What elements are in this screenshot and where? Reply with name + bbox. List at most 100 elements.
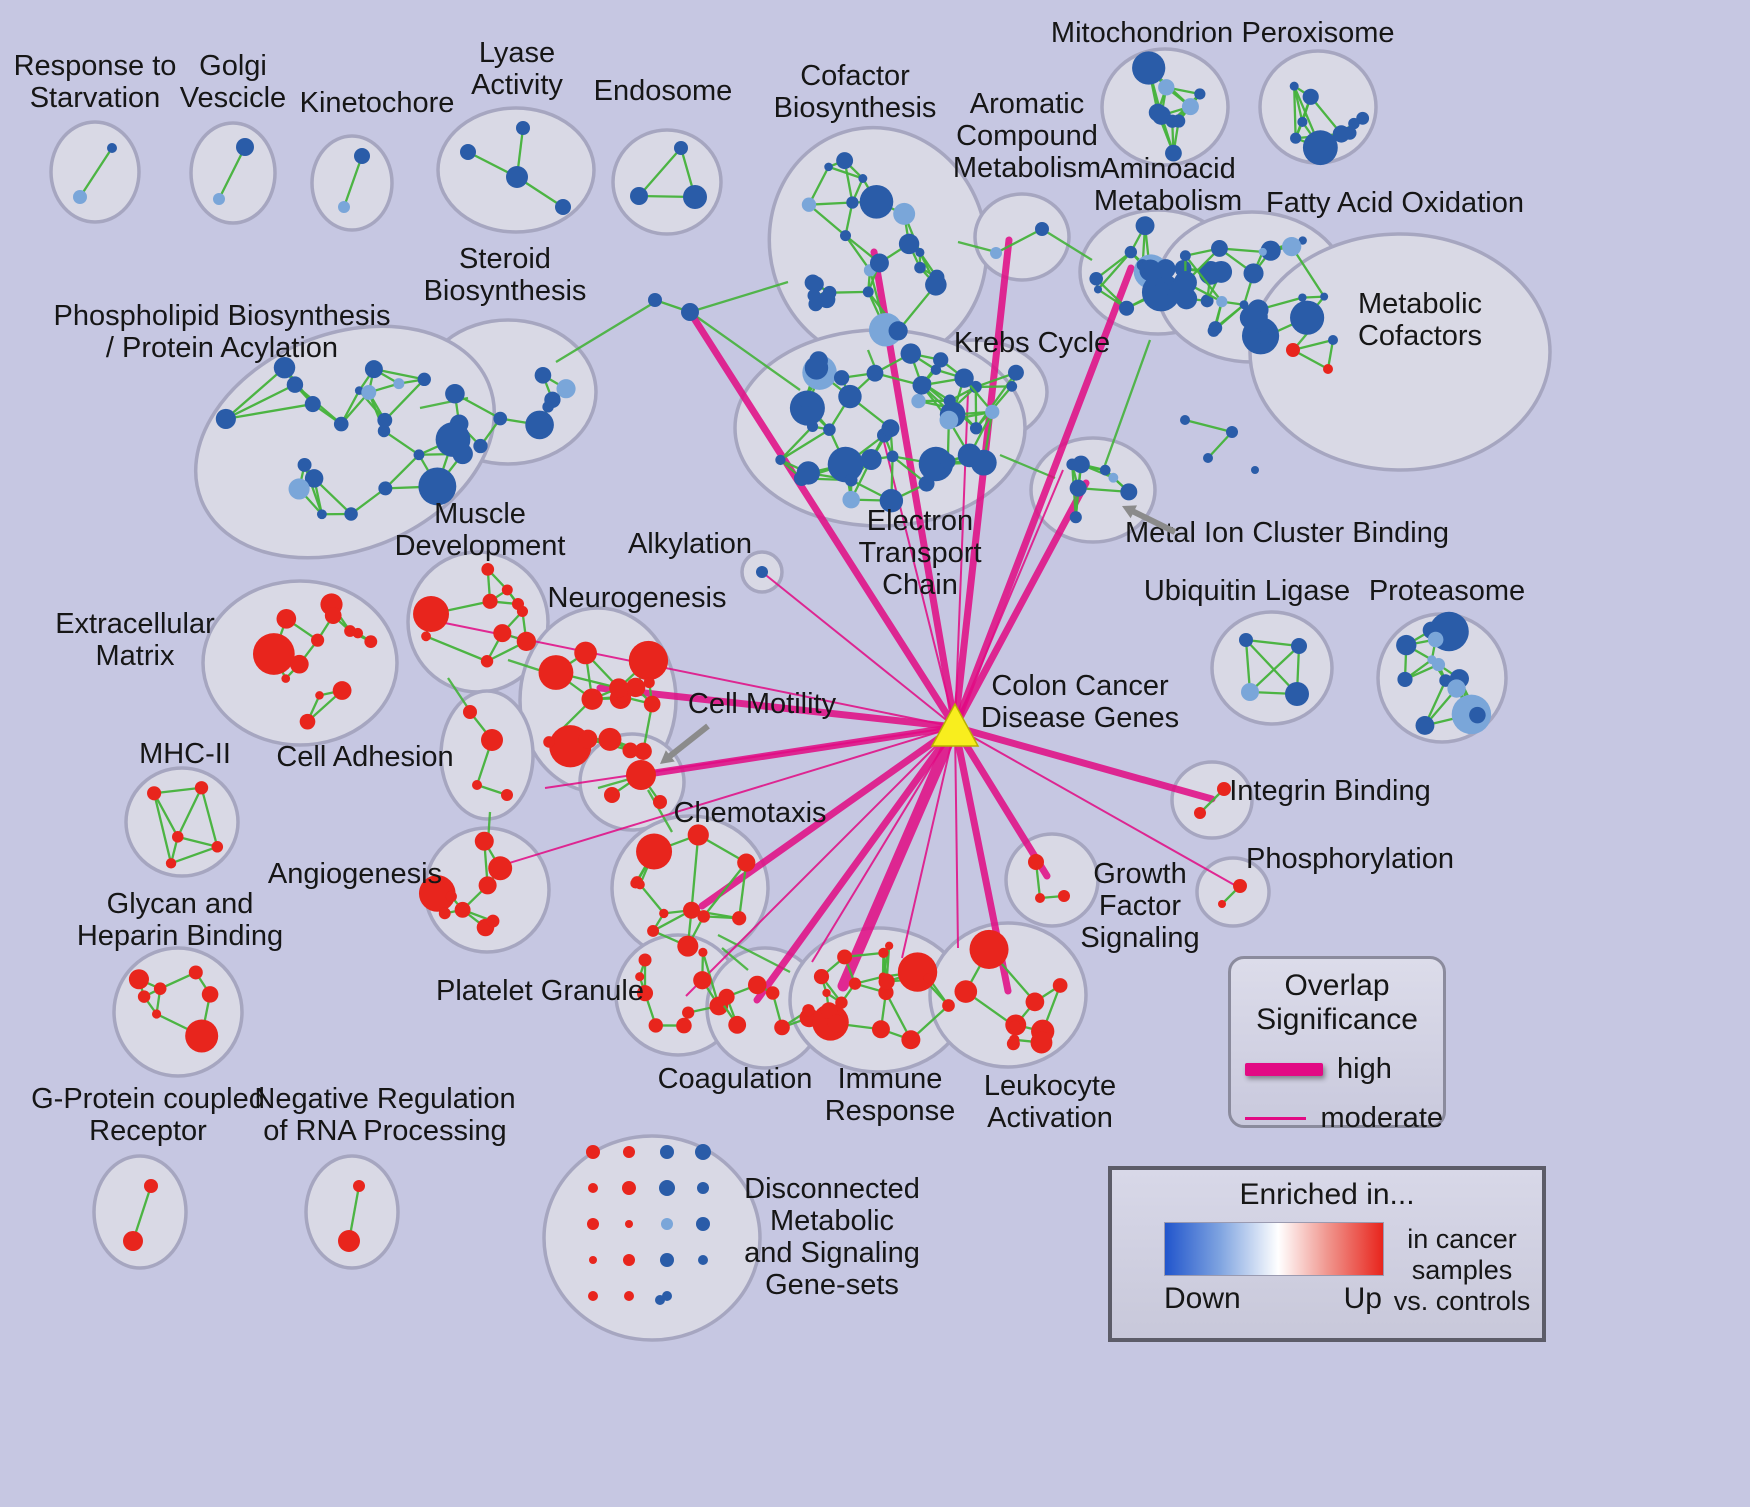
gene-set-node — [1069, 511, 1082, 524]
gene-set-node — [165, 858, 177, 869]
gene-set-edge — [384, 453, 420, 490]
gene-set-node — [659, 908, 669, 919]
down-label: Down — [1164, 1282, 1241, 1315]
gene-set-node — [311, 633, 325, 647]
cluster-network-muscle-development — [413, 562, 537, 668]
overlap-edge-high — [596, 684, 959, 731]
gene-set-edge — [808, 203, 847, 237]
gradient-endpoint-labels: Down Up — [1164, 1282, 1382, 1316]
high-label: high — [1337, 1053, 1392, 1085]
inter-cluster-edge — [721, 947, 749, 971]
gene-set-node — [1356, 111, 1370, 125]
legend-row-high: high — [1245, 1053, 1443, 1086]
gene-set-node — [957, 443, 982, 468]
cluster-network-fatty-acid-oxidation — [1173, 236, 1329, 355]
gene-set-node — [604, 787, 620, 803]
gene-set-node — [940, 453, 956, 470]
gene-set-node — [912, 376, 932, 395]
gene-set-node — [636, 833, 673, 870]
moderate-significance-line-swatch — [1245, 1117, 1307, 1120]
gene-set-edge — [1245, 638, 1300, 648]
gene-set-node — [682, 901, 701, 919]
cluster-label-mitochondrion: Mitochondrion — [1051, 17, 1233, 49]
gene-set-node — [236, 138, 254, 156]
gene-set-node — [765, 986, 780, 1000]
gene-set-node — [886, 450, 899, 463]
gene-set-node — [638, 953, 652, 967]
gene-set-node — [377, 424, 391, 438]
gene-set-node — [445, 383, 465, 404]
gene-set-node — [1285, 682, 1309, 706]
gene-set-node — [1135, 216, 1155, 236]
gene-set-node — [969, 929, 1009, 969]
gene-set-node — [1218, 900, 1226, 908]
gene-set-node — [393, 378, 405, 390]
gene-set-node — [697, 1182, 709, 1194]
gene-set-edge — [153, 792, 179, 838]
gene-set-node — [798, 394, 812, 408]
gene-set-node — [1328, 335, 1338, 345]
gene-set-node — [747, 975, 767, 995]
gene-set-edge — [1184, 254, 1223, 303]
gene-set-node — [273, 356, 296, 379]
gene-set-node — [1239, 305, 1264, 330]
gene-set-node — [626, 760, 656, 790]
gene-set-node — [1251, 466, 1259, 474]
gene-set-node — [676, 1017, 692, 1034]
gene-set-node — [1099, 464, 1111, 476]
cluster-network-phosphorylation — [1218, 879, 1247, 908]
gene-set-node — [1302, 88, 1319, 105]
cluster-label-platelet-granule: Platelet Granule — [436, 975, 644, 1007]
inter-cluster-edge — [555, 301, 656, 363]
gene-set-node — [481, 729, 503, 751]
gene-set-node — [623, 1254, 635, 1266]
gene-set-node — [806, 420, 819, 432]
gene-set-edge — [1095, 251, 1132, 280]
cluster-label-metal-ion-cluster-binding: Metal Ion Cluster Binding — [1125, 517, 1449, 549]
gene-set-node — [1241, 683, 1259, 701]
gene-set-node — [589, 1256, 597, 1264]
gene-set-node — [698, 1255, 708, 1265]
gene-set-node — [543, 736, 555, 748]
gene-set-node — [344, 507, 358, 521]
gene-set-node — [655, 1295, 665, 1305]
cluster-network-cell-adhesion — [463, 705, 513, 801]
gene-set-node — [885, 941, 894, 950]
gene-set-node — [954, 980, 978, 1003]
gene-set-node — [1348, 117, 1360, 130]
cluster-network-mhc-ii — [147, 781, 224, 869]
gene-set-node — [808, 276, 824, 292]
gene-set-node — [844, 473, 858, 487]
gene-set-node — [858, 174, 868, 183]
gene-set-node — [586, 1145, 600, 1159]
cluster-network-g-protein-coupled-receptor — [123, 1179, 158, 1251]
cluster-ellipse-growth-factor-signaling — [1004, 832, 1100, 928]
gene-set-node — [878, 947, 889, 959]
cluster-network-cofactor-biosynthesis — [801, 152, 947, 347]
gene-set-node — [1108, 472, 1119, 483]
cluster-label-integrin-binding: Integrin Binding — [1229, 775, 1431, 807]
gene-set-node — [281, 674, 291, 683]
gene-set-node — [898, 233, 920, 255]
gene-set-edge — [779, 428, 831, 461]
gene-set-edge — [217, 146, 247, 200]
gene-set-node — [848, 977, 862, 990]
gene-set-edge — [383, 430, 420, 456]
legend-overlap-title: Overlap Significance — [1256, 969, 1418, 1036]
gene-set-node — [1427, 631, 1444, 648]
gene-set-node — [185, 1019, 219, 1053]
overlap-edge-high — [951, 723, 1051, 880]
gene-set-node — [1256, 330, 1271, 345]
gene-set-node — [1290, 132, 1302, 144]
cluster-label-phosphorylation: Phosphorylation — [1246, 843, 1454, 875]
gene-set-node — [364, 635, 378, 649]
cluster-network-endosome — [630, 141, 707, 209]
gene-set-node — [353, 1180, 365, 1192]
cluster-network-phospholipid-biosynthesis — [215, 356, 473, 521]
cluster-network-metal-ion-cluster-binding — [1066, 455, 1138, 524]
